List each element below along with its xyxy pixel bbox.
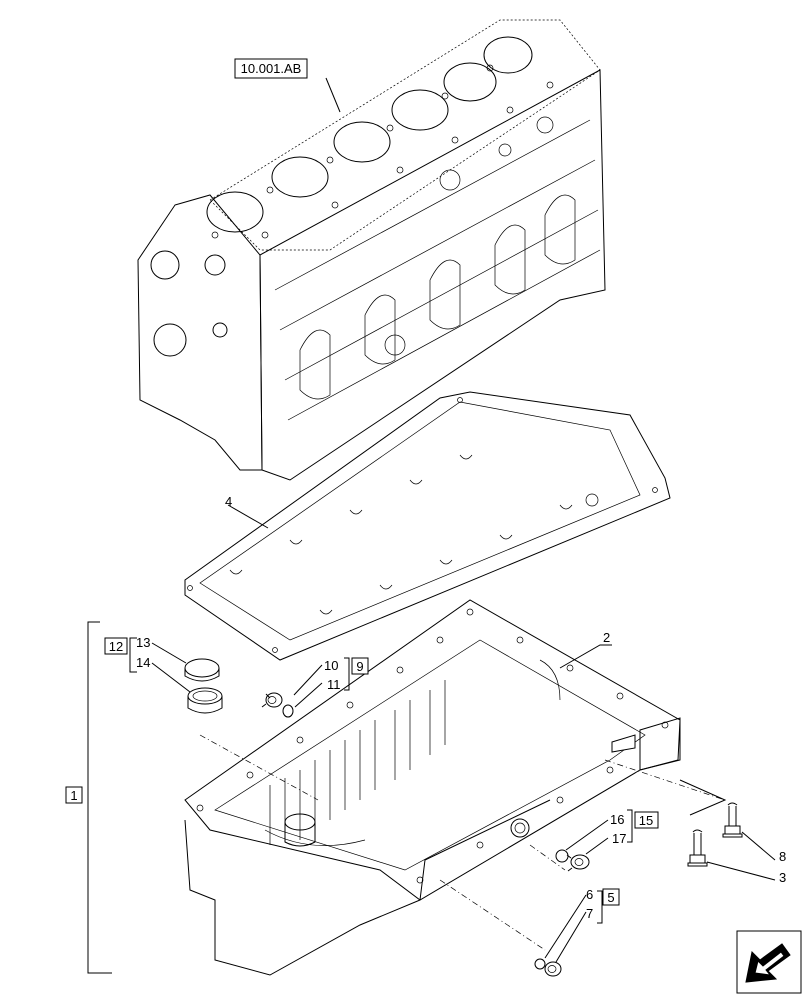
callout-box-15[interactable]: [634, 811, 659, 829]
callout-9: 9: [356, 659, 363, 674]
callout-box-1[interactable]: [65, 786, 83, 804]
sleeve-illustration: [187, 687, 223, 714]
callout-8: 8: [779, 849, 786, 864]
oring-6-illustration: [534, 958, 546, 970]
oring-11-illustration: [282, 704, 294, 718]
callout-16: 16: [610, 812, 624, 827]
callout-10: 10: [324, 658, 338, 673]
engine-block-illustration: [137, 19, 606, 481]
plug-10-illustration: [261, 692, 283, 708]
reference-label-box[interactable]: [234, 58, 308, 79]
callout-17: 17: [612, 831, 626, 846]
callout-1: 1: [70, 788, 77, 803]
callout-box-5[interactable]: [602, 888, 620, 906]
callout-4: 4: [225, 494, 232, 509]
callout-3: 3: [779, 870, 786, 885]
arrow-return-icon[interactable]: [736, 930, 802, 994]
oil-pan-illustration: [184, 599, 727, 976]
reference-label: 10.001.AB: [241, 61, 302, 76]
callout-15: 15: [639, 813, 653, 828]
callout-7: 7: [586, 906, 593, 921]
callout-2: 2: [603, 630, 610, 645]
callout-5: 5: [607, 890, 614, 905]
callout-box-12[interactable]: [104, 637, 128, 655]
callout-box-9[interactable]: [351, 657, 369, 675]
callout-12: 12: [109, 639, 123, 654]
bolt-8-illustration: [722, 802, 743, 838]
oring-16-illustration: [555, 849, 569, 863]
cap-illustration: [184, 658, 220, 682]
bolt-3-illustration: [687, 829, 708, 867]
plug-17-illustration: [566, 854, 590, 872]
callout-13: 13: [136, 635, 150, 650]
callout-11: 11: [327, 677, 341, 692]
callout-6: 6: [586, 887, 593, 902]
callout-14: 14: [136, 655, 150, 670]
plug-7-illustration: [544, 961, 562, 977]
gasket-illustration: [184, 391, 671, 661]
